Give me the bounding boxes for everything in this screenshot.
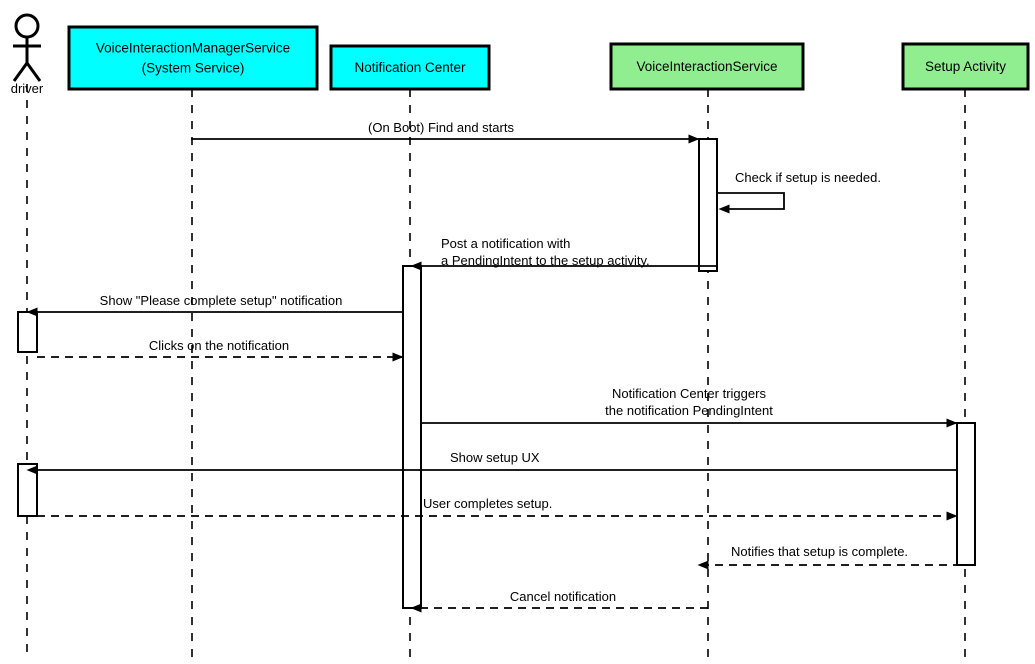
participants-group: driver VoiceInteractionManagerService (Sys…	[11, 13, 1030, 96]
participant-label: VoiceInteractionService	[636, 59, 777, 74]
message-msg-user-completes-setup: User completes setup.	[37, 496, 958, 521]
actor-right-leg-icon	[25, 62, 42, 82]
activation-bar-vis	[698, 138, 718, 272]
message-label: the notification PendingIntent	[605, 403, 773, 418]
participant-label: Notification Center	[354, 60, 466, 75]
activations-group	[17, 138, 976, 609]
actor-driver[interactable]: driver	[11, 13, 44, 96]
message-label: (On Boot) Find and starts	[368, 120, 514, 135]
message-msg-post-notification: Post a notification with a PendingIntent …	[410, 236, 717, 271]
participant-label-line2: (System Service)	[142, 61, 245, 76]
activation-bar-driver	[17, 463, 38, 517]
actor-label: driver	[11, 81, 44, 96]
participant-box-notification_center[interactable]: Notification Center	[329, 44, 491, 91]
message-label: User completes setup.	[423, 496, 552, 511]
actor-left-leg-icon	[12, 62, 29, 82]
actor-head-icon	[14, 13, 40, 39]
message-msg-check-setup: Check if setup is needed.	[717, 170, 881, 214]
lifelines-group	[26, 84, 966, 660]
message-label: Clicks on the notification	[149, 338, 289, 353]
participant-label: VoiceInteractionManagerService	[96, 41, 290, 56]
message-label: Notifies that setup is complete.	[731, 544, 908, 559]
participant-box-setup_activity[interactable]: Setup Activity	[901, 42, 1030, 91]
message-label: a PendingIntent to the setup activity.	[441, 253, 650, 268]
message-msg-show-setup-ux: Show setup UX	[26, 450, 957, 475]
participant-box-rect	[67, 25, 319, 91]
message-label: Cancel notification	[510, 589, 616, 604]
message-msg-show-notification: Show "Please complete setup" notificatio…	[26, 293, 403, 317]
message-self-arrow	[717, 192, 785, 214]
activation-bar-driver	[17, 311, 38, 353]
participant-label: Setup Activity	[925, 59, 1006, 74]
message-msg-clicks-notification: Clicks on the notification	[37, 338, 404, 362]
message-label: Check if setup is needed.	[735, 170, 881, 185]
message-label: Show "Please complete setup" notificatio…	[100, 293, 343, 308]
message-msg-notifies-complete: Notifies that setup is complete.	[697, 544, 975, 570]
participant-box-vims[interactable]: VoiceInteractionManagerService (System Se…	[67, 25, 319, 91]
message-msg-find-starts: (On Boot) Find and starts	[191, 120, 700, 144]
activation-bar-notification_center	[402, 265, 422, 609]
message-label: Notification Center triggers	[612, 386, 766, 401]
participant-box-rect	[901, 42, 1030, 91]
participant-box-rect	[609, 42, 805, 91]
message-label: Post a notification with	[441, 236, 570, 251]
participant-box-vis[interactable]: VoiceInteractionService	[609, 42, 805, 91]
message-msg-trigger-pendingintent: Notification Center triggers the notifica…	[421, 386, 958, 428]
activation-bar-setup_activity	[956, 422, 976, 566]
message-msg-cancel-notification: Cancel notification	[410, 589, 708, 613]
message-label: Show setup UX	[450, 450, 540, 465]
participant-box-rect	[329, 44, 491, 91]
